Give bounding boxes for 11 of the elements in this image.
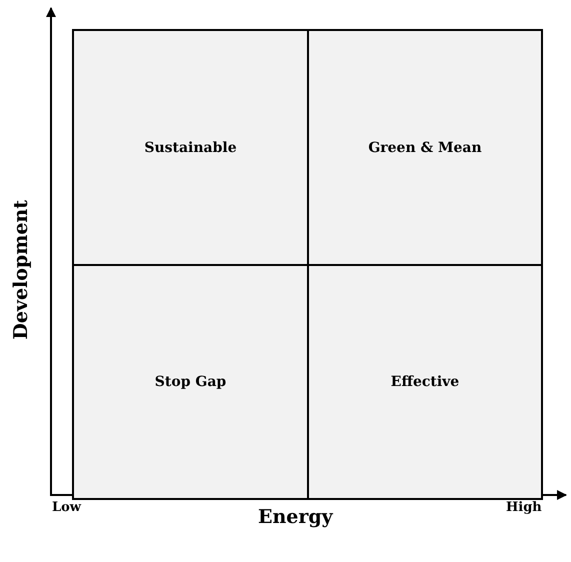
quadrant-label: Sustainable	[144, 140, 237, 156]
quadrant-box	[307, 29, 543, 266]
axis-title: Energy	[258, 506, 333, 528]
axis-end-label: Low	[52, 500, 82, 515]
quadrant-box	[72, 29, 309, 266]
quadrant-box	[72, 264, 309, 500]
quadrant-label: Green & Mean	[368, 140, 482, 156]
axis-title: Development	[10, 200, 32, 340]
quadrant-label: Effective	[390, 374, 460, 390]
quadrant-box	[307, 264, 543, 500]
quadrant-label: Stop Gap	[154, 374, 226, 390]
